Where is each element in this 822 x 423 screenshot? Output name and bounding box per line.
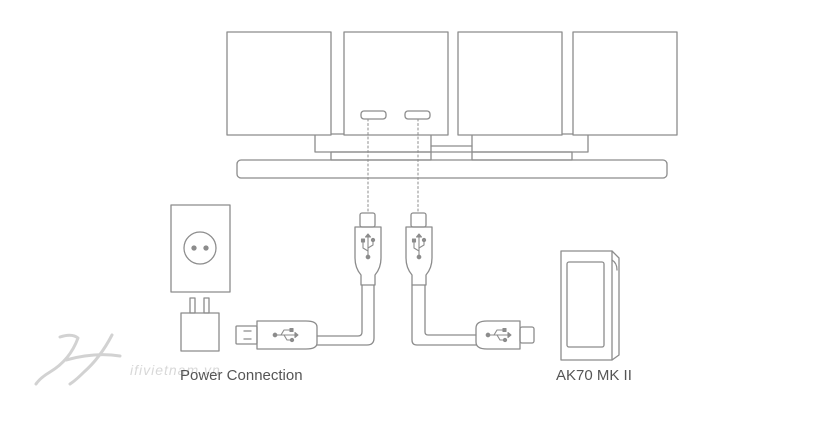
usb-plug-right: [405, 212, 433, 286]
dock-panel-1: [226, 31, 332, 136]
cable-to-player: [411, 284, 477, 346]
usb-plug-power: [235, 320, 318, 350]
dock-panel-4: [572, 31, 678, 136]
usb-port-left: [360, 110, 387, 120]
usb-icon: [411, 233, 427, 260]
player-model-caption: AK70 MK II: [556, 367, 632, 384]
usb-plug-left: [354, 212, 382, 286]
player-screen: [566, 261, 605, 348]
dock-base-bar: [236, 159, 668, 179]
dock-station: [226, 31, 678, 179]
usb-icon: [360, 233, 376, 260]
outlet-socket: [183, 231, 217, 265]
dock-panel-2: [343, 31, 449, 136]
power-adapter: [180, 297, 220, 352]
usb-plug-player: [475, 320, 535, 350]
watermark-text: ifivietnam.vn: [130, 362, 221, 378]
wall-outlet: [170, 204, 231, 293]
dock-panel-3: [457, 31, 563, 136]
watermark: ifivietnam.vn: [34, 330, 314, 390]
cable-to-power: [316, 284, 375, 346]
usb-icon: [272, 327, 299, 343]
port-guide-lines: [367, 118, 419, 214]
ak70-player: [560, 250, 620, 361]
usb-icon: [485, 327, 512, 343]
watermark-logo: [34, 333, 122, 386]
power-connection-caption: Power Connection: [180, 367, 303, 384]
dock-brackets: [314, 133, 589, 161]
